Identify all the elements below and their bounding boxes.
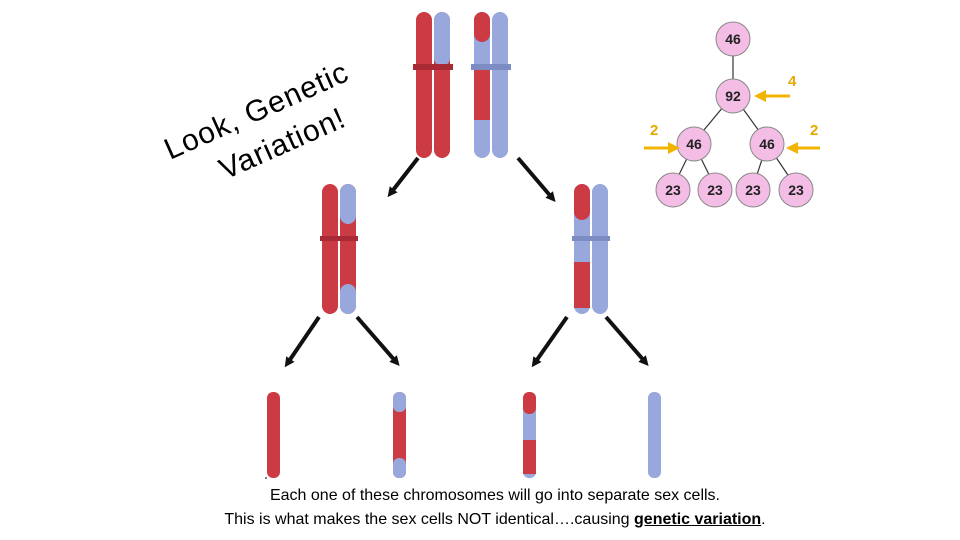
- tree-lines: [672, 56, 797, 188]
- caption-line-2: This is what makes the sex cells NOT ide…: [0, 511, 960, 529]
- chromosome-blue-top: [471, 12, 511, 158]
- chromatid-bottom-2: [393, 392, 406, 478]
- chromosome-pair-top: [413, 12, 511, 158]
- chromatid: [592, 184, 608, 314]
- caption-line-2-suffix: .: [761, 511, 766, 528]
- chromatid-segment: [523, 392, 536, 414]
- chromosome-middle-right: [572, 184, 610, 314]
- chromatid-segment: [474, 12, 490, 42]
- arrow: [531, 315, 569, 368]
- chromatid-bottom-1: [267, 392, 280, 478]
- chromatid-segment: [434, 12, 450, 66]
- chromatid-segment: [574, 262, 590, 308]
- cell-left-label: 46: [686, 136, 702, 152]
- chromatid: [322, 184, 338, 314]
- caption-line-1: Each one of these chromosomes will go in…: [269, 487, 720, 504]
- cell-middle: [715, 78, 751, 114]
- caption-emphasis: genetic variation: [634, 511, 762, 528]
- arrow: [284, 315, 321, 368]
- centromere: [471, 64, 511, 70]
- division-arrows: [284, 156, 649, 368]
- chromatid-segment: [574, 184, 590, 220]
- chromatid-segment: [393, 392, 406, 412]
- chromosome-middle-left: [320, 184, 358, 314]
- centromere: [413, 64, 453, 70]
- chromosome-red-top: [413, 12, 453, 158]
- chromatid-segment: [523, 440, 536, 474]
- chromatid: [267, 392, 280, 478]
- centromere: [320, 236, 358, 241]
- wordart-title: Look, Genetic Variation!: [159, 56, 353, 187]
- cell-bottom-2: [697, 172, 733, 208]
- yellow-arrows: [644, 90, 820, 154]
- chromatid: [416, 12, 432, 158]
- caption-line-2-prefix: This is what makes the sex cells NOT ide…: [224, 511, 635, 528]
- arrow: [355, 315, 400, 367]
- cell-right: [749, 126, 785, 162]
- cell-bottom-label: 23: [707, 182, 723, 198]
- arrow-label-middle: 4: [788, 73, 797, 90]
- arrow: [604, 315, 649, 367]
- chromatid-segment: [393, 458, 406, 478]
- chromatid-segment: [340, 184, 356, 224]
- cell-middle-label: 92: [725, 88, 741, 104]
- chromatid-segment: [474, 66, 490, 120]
- chromatid-bottom-4: [648, 392, 661, 478]
- arrow-label-left: 2: [650, 122, 658, 139]
- cell-bottom-3: [735, 172, 771, 208]
- centromere: [572, 236, 610, 241]
- chromatid: [393, 392, 406, 478]
- cell-top-label: 46: [725, 31, 741, 47]
- cell-bottom-1: [655, 172, 691, 208]
- arrow: [387, 156, 420, 198]
- stray-dot: [265, 477, 267, 479]
- cell-bottom-label: 23: [745, 182, 761, 198]
- cell-bottom-label: 23: [788, 182, 804, 198]
- chromatid: [492, 12, 508, 158]
- cell-bottom-label: 23: [665, 182, 681, 198]
- arrow: [516, 156, 556, 203]
- chromatid-segment: [340, 284, 356, 314]
- arrow-label-right: 2: [810, 122, 818, 139]
- cell-right-label: 46: [759, 136, 775, 152]
- chromatid-bottom-3: [523, 392, 536, 478]
- cell-tree: 46 92 46 46 23 23 23 23: [655, 21, 814, 208]
- chromatid: [648, 392, 661, 478]
- cell-top: [715, 21, 751, 57]
- cell-bottom-4: [778, 172, 814, 208]
